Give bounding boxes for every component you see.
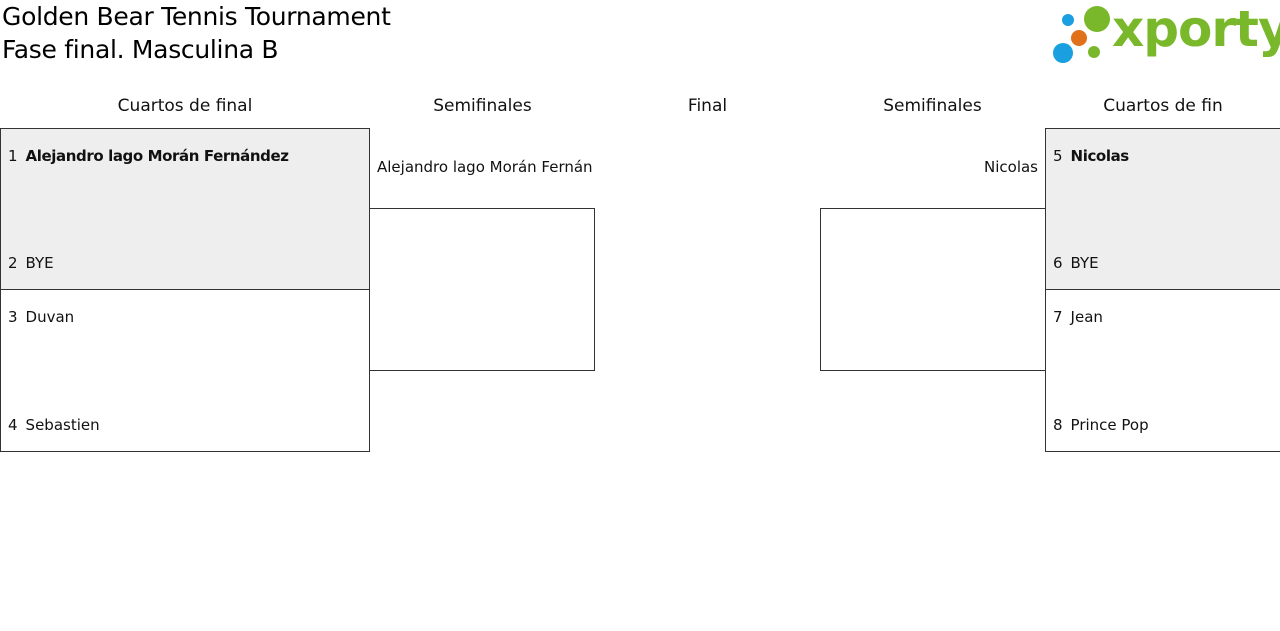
phase-subtitle: Fase final. Masculina B bbox=[2, 35, 279, 64]
xporty-logo: xporty bbox=[1050, 0, 1280, 66]
player-slot: 6 BYE bbox=[1053, 254, 1099, 272]
player-slot: 4 Sebastien bbox=[8, 416, 100, 434]
logo-dots-icon bbox=[1053, 6, 1110, 63]
match-qf-left-2[interactable]: 3 Duvan 4 Sebastien bbox=[0, 289, 370, 452]
seed-number: 7 bbox=[1053, 308, 1063, 326]
column-header-left-quarters: Cuartos de final bbox=[117, 96, 253, 116]
seed-number: 5 bbox=[1053, 147, 1063, 165]
player-slot: 8 Prince Pop bbox=[1053, 416, 1149, 434]
semifinal-left-player: Alejandro lago Morán Fernán bbox=[377, 158, 593, 176]
seed-number: 8 bbox=[1053, 416, 1063, 434]
column-header-final: Final bbox=[687, 96, 728, 116]
player-name: Jean bbox=[1070, 308, 1103, 326]
player-name: Sebastien bbox=[25, 416, 100, 434]
player-slot: 3 Duvan bbox=[8, 308, 74, 326]
match-qf-right-2[interactable]: 7 Jean 8 Prince Pop bbox=[1045, 289, 1280, 452]
match-sf-left[interactable] bbox=[369, 208, 595, 371]
match-qf-left-1[interactable]: 1 Alejandro lago Morán Fernández 2 BYE bbox=[0, 128, 370, 290]
player-name: Nicolas bbox=[1070, 147, 1130, 165]
seed-number: 3 bbox=[8, 308, 18, 326]
seed-number: 6 bbox=[1053, 254, 1063, 272]
player-name: Duvan bbox=[25, 308, 75, 326]
semifinal-right-player: Nicolas bbox=[984, 158, 1038, 176]
seed-number: 4 bbox=[8, 416, 18, 434]
column-header-right-quarters: Cuartos de fin bbox=[1103, 96, 1223, 116]
column-header-right-semis: Semifinales bbox=[883, 96, 982, 116]
player-name: Prince Pop bbox=[1070, 416, 1149, 434]
player-slot: 7 Jean bbox=[1053, 308, 1103, 326]
player-slot: 2 BYE bbox=[8, 254, 54, 272]
player-name: BYE bbox=[1070, 254, 1099, 272]
tournament-title: Golden Bear Tennis Tournament bbox=[2, 2, 391, 31]
match-qf-right-1[interactable]: 5 Nicolas 6 BYE bbox=[1045, 128, 1280, 290]
player-slot: 1 Alejandro lago Morán Fernández bbox=[8, 147, 289, 165]
logo-wordmark: xporty bbox=[1112, 0, 1280, 58]
seed-number: 1 bbox=[8, 147, 18, 165]
match-sf-right[interactable] bbox=[820, 208, 1046, 371]
player-name: Alejandro lago Morán Fernández bbox=[25, 147, 289, 165]
seed-number: 2 bbox=[8, 254, 18, 272]
player-slot: 5 Nicolas bbox=[1053, 147, 1129, 165]
column-header-left-semis: Semifinales bbox=[433, 96, 532, 116]
player-name: BYE bbox=[25, 254, 54, 272]
